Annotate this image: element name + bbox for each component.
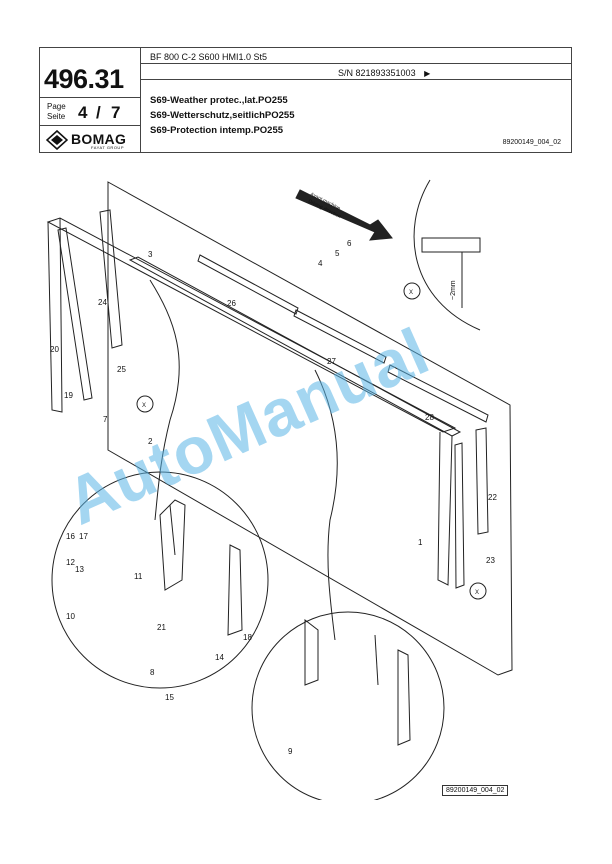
page-number: 496.31 (44, 64, 124, 94)
logo-brand: BOMAG (71, 131, 127, 147)
header-divider-vertical (140, 48, 141, 153)
callout-23: 23 (486, 556, 495, 565)
callout-22: 22 (488, 493, 497, 502)
marker-x-left (136, 395, 154, 413)
detail-gap-label: ~2mm (450, 280, 457, 300)
callout-25: 25 (117, 365, 126, 374)
callout-24: 24 (98, 298, 107, 307)
marker-x-left-label: X (142, 403, 146, 409)
page-total: 7 (111, 103, 121, 122)
frame-left-post (47, 217, 63, 413)
logo-sub: FAYAT GROUP (91, 145, 124, 150)
seal-26 (197, 254, 299, 315)
bomag-logo: BOMAG FAYAT GROUP (45, 129, 132, 151)
page-label-en: Page (47, 102, 66, 111)
doc-reference: 89200149_004_02 (502, 139, 561, 146)
hinge-right-2 (397, 649, 411, 746)
callout-28: 28 (425, 413, 434, 422)
callout-11: 11 (134, 572, 143, 581)
title-en: S69-Weather protec.,lat.PO255 (150, 95, 288, 106)
marker-x-right-label: X (475, 590, 479, 596)
callout-13: 13 (75, 565, 84, 574)
header-divider-4 (40, 125, 140, 126)
hinge-right (304, 618, 319, 686)
title-block: S69-Weather protec.,lat.PO255 S69-Wetter… (150, 93, 295, 138)
callout-4: 4 (318, 259, 323, 268)
callout-10: 10 (66, 612, 75, 621)
magnify-circle-left (51, 471, 269, 689)
frame-top-bar (46, 217, 457, 433)
detail-x-part (421, 237, 481, 253)
hinge-left (159, 499, 186, 591)
title-de: S69-Wetterschutz,seitlichPO255 (150, 110, 295, 121)
driving-direction-arrow (295, 189, 393, 241)
page-separator: / (96, 103, 101, 122)
page-current: 4 (78, 103, 88, 122)
marker-x-right (469, 582, 487, 600)
marker-x-detail (403, 282, 421, 300)
callout-9: 9 (288, 747, 293, 756)
serial-number: S/N 821893351003 ▶ (338, 68, 430, 78)
header-divider-3 (40, 97, 140, 98)
callout-15: 15 (165, 693, 174, 702)
header-divider-1 (140, 63, 572, 64)
strip-22 (475, 427, 489, 535)
frame-mid-bar (128, 256, 462, 437)
bomag-diamond-icon (45, 129, 69, 151)
callout-20: 20 (50, 345, 59, 354)
curtain-left (149, 279, 180, 521)
callout-2: 2 (148, 437, 153, 446)
callout-16: 16 (66, 532, 75, 541)
callout-19: 19 (64, 391, 73, 400)
frame-right-post (437, 431, 453, 586)
seal-28 (387, 364, 489, 423)
seal-27 (293, 309, 387, 364)
callout-3: 3 (148, 250, 153, 259)
figure-reference: 89200149_004_02 (442, 785, 509, 796)
callout-14: 14 (215, 653, 224, 662)
exploded-parts-drawing: 1 2 3 4 5 6 7 8 9 10 11 12 13 14 15 16 1… (46, 179, 513, 800)
gas-strut (374, 634, 379, 686)
strip-24 (99, 209, 123, 349)
detail-x-arc (413, 179, 481, 331)
gas-strut-left (169, 504, 176, 556)
rear-panel (107, 181, 513, 676)
callout-8: 8 (150, 668, 155, 677)
model-name: BF 800 C-2 S600 HMI1.0 St5 (150, 52, 268, 62)
title-fr: S69-Protection intemp.PO255 (150, 125, 284, 136)
strip-20b (454, 442, 465, 589)
callout-17: 17 (79, 532, 88, 541)
callout-1: 1 (418, 538, 423, 547)
page-label-de: Seite (47, 112, 66, 121)
callout-6: 6 (347, 239, 352, 248)
curtain-right (314, 369, 338, 641)
callout-21: 21 (157, 623, 166, 632)
serial-arrow-icon: ▶ (424, 69, 431, 78)
serial-text: S/N 821893351003 (338, 68, 416, 78)
callout-27: 27 (327, 357, 336, 366)
strip-20 (57, 227, 93, 401)
magnify-circle-right (251, 611, 445, 800)
callout-5: 5 (335, 249, 340, 258)
hinge-bracket (227, 544, 243, 636)
header-divider-2 (140, 79, 572, 80)
callout-26: 26 (227, 299, 236, 308)
callout-18: 18 (243, 633, 252, 642)
marker-x-detail-label: X (409, 290, 413, 296)
callout-7: 7 (103, 415, 108, 424)
callout-12: 12 (66, 558, 75, 567)
header-block: 496.31 Page Seite 4 / 7 BOMAG FAYAT GROU… (39, 47, 572, 153)
